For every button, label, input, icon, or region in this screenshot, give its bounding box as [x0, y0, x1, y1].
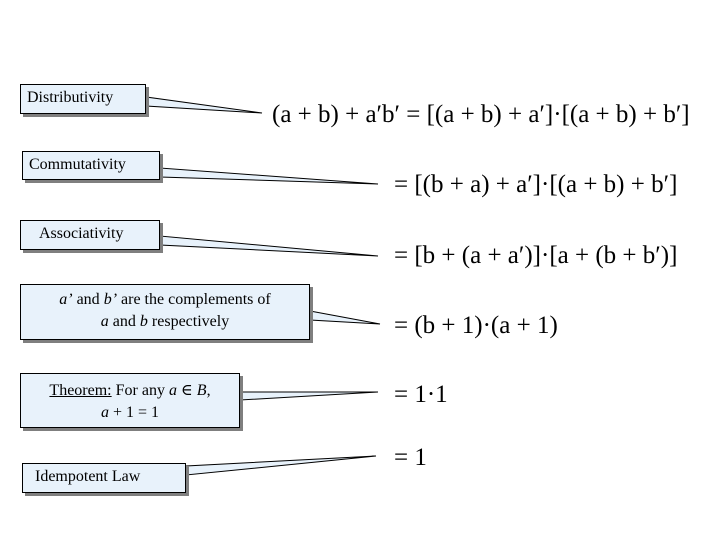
pointer-commutativity [159, 167, 379, 185]
theorem-label: Theorem: [49, 382, 112, 399]
b-var: b [139, 313, 148, 330]
a-var: a [100, 313, 109, 330]
callout-commutativity-text: Commutativity [29, 156, 126, 173]
callout-theorem: Theorem: For any a ∈ B, a + 1 = 1 [20, 373, 240, 428]
callout-complements-line1: a’ and b’ are the complements of [27, 289, 303, 311]
callout-complements-line2: a and b respectively [27, 311, 303, 333]
a-prime: a’ [59, 291, 73, 308]
theorem-line1-text: For any [111, 382, 169, 399]
equation-step3: = [b + (a + a′)]·[a + (b + b′)] [394, 242, 678, 269]
theorem-line2-rest: + 1 = 1 [108, 404, 160, 421]
pointer-distributivity [145, 96, 263, 114]
complements-line1-tail: are the complements of [117, 291, 271, 308]
theorem-in: ∈ [176, 382, 197, 399]
callout-idempotent-text: Idempotent Law [35, 468, 141, 485]
equation-step5: = 1·1 [394, 381, 448, 408]
callout-associativity-text: Associativity [39, 225, 124, 242]
callout-idempotent: Idempotent Law [22, 463, 186, 493]
pointer-idempotent [185, 455, 377, 476]
theorem-set: B [196, 382, 207, 399]
equation-step2: = [(b + a) + a′]·[(a + b) + b′] [394, 171, 678, 198]
theorem-comma: , [206, 382, 211, 399]
theorem-a: a [168, 382, 177, 399]
callout-complements: a’ and b’ are the complements of a and b… [20, 284, 310, 340]
pointer-associativity [159, 235, 379, 257]
b-prime: b’ [103, 291, 118, 308]
callout-commutativity: Commutativity [22, 151, 160, 180]
equation-step6: = 1 [394, 444, 427, 471]
callout-theorem-line2: a + 1 = 1 [27, 402, 233, 424]
complements-line2-tail: respectively [147, 313, 230, 330]
callout-associativity: Associativity [20, 220, 160, 250]
equation-step4: = (b + 1)·(a + 1) [394, 312, 558, 339]
equation-step1: (a + b) + a′b′ = [(a + b) + a′]·[(a + b)… [272, 101, 690, 128]
theorem-line2-a: a [100, 404, 109, 421]
pointer-complements [309, 310, 381, 325]
callout-theorem-line1: Theorem: For any a ∈ B, [27, 380, 233, 402]
and-text: and [72, 291, 104, 308]
pointer-theorem [239, 391, 379, 401]
callout-distributivity: Distributivity [20, 84, 146, 114]
callout-distributivity-text: Distributivity [27, 89, 114, 106]
and-text-2: and [108, 313, 140, 330]
